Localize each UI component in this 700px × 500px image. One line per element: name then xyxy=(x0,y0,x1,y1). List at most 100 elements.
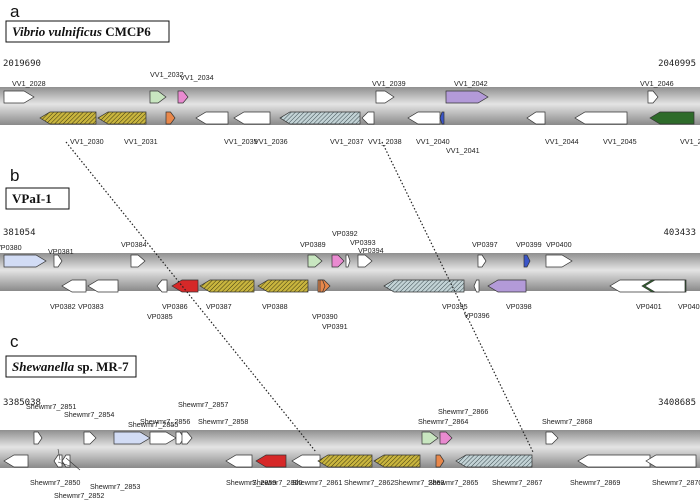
gene-label: VV1_2031 xyxy=(124,137,158,146)
gene-label: Shewmr7_2853 xyxy=(90,482,140,491)
gene-label: VP0383 xyxy=(78,302,104,311)
panel-b: b VPaI-1 381054 403433 VP0380VP0381VP038… xyxy=(0,166,700,331)
gene-arrow xyxy=(33,431,43,445)
gene-label: VV1_2040 xyxy=(416,137,450,146)
gene-label: VV1_2034 xyxy=(180,73,214,82)
gene-label: VP0381 xyxy=(48,247,74,256)
gene-vv1_2047: VV1_2047 xyxy=(649,111,700,146)
gene-arrow xyxy=(644,279,686,293)
gene-label: Shewmr7_2856 xyxy=(140,417,190,426)
gene-arrow xyxy=(361,111,375,125)
gene-label: Shewmr7_2865 xyxy=(428,478,478,487)
gene-label: Shewmr7_2850 xyxy=(30,478,80,487)
gene-arrow xyxy=(195,111,229,125)
gene-vv1_2045: VV1_2045 xyxy=(574,111,637,146)
gene-arrow xyxy=(61,279,87,293)
gene-arrow xyxy=(130,254,146,268)
gene-arrow xyxy=(156,279,168,293)
gene-label: VV1_2044 xyxy=(545,137,579,146)
panel-title: Shewanella sp. MR-7 xyxy=(12,359,129,374)
gene-vv1_2034: VV1_2034 xyxy=(177,73,214,104)
gene-label: Shewmr7_2863 xyxy=(394,478,444,487)
gene-arrow xyxy=(545,431,559,445)
gene-arrow xyxy=(345,254,351,268)
gene-arrow xyxy=(3,454,29,468)
gene-label: VV1_2036 xyxy=(254,137,288,146)
panel-a: a Vibrio vulnificus CMCP6 2019690 204099… xyxy=(0,2,700,155)
gene-label: VP0394 xyxy=(358,246,384,255)
gene-arrow xyxy=(113,431,151,445)
gene-label: VP0380 xyxy=(0,243,22,252)
gene-arrow xyxy=(331,254,345,268)
gene-vp0380: VP0380 xyxy=(0,243,47,268)
gene-label: VP0387 xyxy=(206,302,232,311)
gene-label: VP0389 xyxy=(300,240,326,249)
gene-label: Shewmr7_2858 xyxy=(198,417,248,426)
coordinate-end: 403433 xyxy=(663,228,696,238)
panel-title: Vibrio vulnificus CMCP6 xyxy=(12,24,151,39)
coordinate-end: 2040995 xyxy=(658,59,696,69)
gene-label: Shewmr7_2868 xyxy=(542,417,592,426)
gene-vp0397: VP0397 xyxy=(472,240,498,268)
gene-label: Shewmr7_2860 xyxy=(252,478,302,487)
gene-arrow xyxy=(171,279,199,293)
gene-vp0383: VP0383 xyxy=(78,279,119,311)
gene-vp0384: VP0384 xyxy=(121,240,147,268)
gene-arrow xyxy=(87,279,119,293)
gene-label: VP0392 xyxy=(332,229,358,238)
gene-label: Shewmr7_2870 xyxy=(652,478,700,487)
gene-arrow xyxy=(291,454,321,468)
gene-arrow xyxy=(3,254,47,268)
gene-label: Shewmr7_2861 xyxy=(292,478,342,487)
gene-shewmr7_2869: Shewmr7_2869 xyxy=(570,454,651,487)
gene-arrow xyxy=(477,254,487,268)
gene-arrow xyxy=(319,279,326,293)
gene-vp0400: VP0400 xyxy=(545,240,573,268)
gene-arrow xyxy=(445,90,489,104)
gene-label: VV1_2039 xyxy=(372,79,406,88)
gene-shewmr7_2858: Shewmr7_2858 xyxy=(181,417,248,445)
gene-arrow xyxy=(574,111,628,125)
gene-vp0396: VP0396 xyxy=(464,279,490,320)
panel-letter: b xyxy=(10,166,19,185)
gene-label: VP0384 xyxy=(121,240,147,249)
gene-arrow xyxy=(279,111,361,125)
gene-vv1_2028: VV1_2028 xyxy=(3,79,46,104)
gene-arrow xyxy=(255,454,287,468)
coordinate-start: 2019690 xyxy=(3,59,41,69)
gene-arrow xyxy=(383,279,465,293)
gene-arrow xyxy=(473,279,480,293)
gene-arrow xyxy=(83,431,97,445)
gene-arrow xyxy=(545,254,573,268)
gene-arrow xyxy=(177,90,189,104)
gene-shewmr7_2861: Shewmr7_2861 xyxy=(291,454,342,487)
gene-label: VV1_2041 xyxy=(446,146,480,155)
gene-arrow xyxy=(149,90,167,104)
gene-arrow xyxy=(455,454,533,468)
panel-letter: c xyxy=(10,332,19,351)
gene-shewmr7_2850: Shewmr7_2850 xyxy=(3,454,80,487)
gene-arrow xyxy=(181,431,193,445)
gene-arrow xyxy=(407,111,441,125)
gene-arrow xyxy=(199,279,255,293)
panel-letter: a xyxy=(10,2,20,21)
gene-label: VP0390 xyxy=(312,312,338,321)
gene-label: Shewmr7_2869 xyxy=(570,478,620,487)
gene-unlabeled-5 xyxy=(165,111,176,125)
gene-label: VV1_2030 xyxy=(70,137,104,146)
gene-arrow xyxy=(357,254,373,268)
gene-label: VP0388 xyxy=(262,302,288,311)
gene-shewmr7_2860: Shewmr7_2860 xyxy=(252,454,302,487)
gene-label: VV1_2028 xyxy=(12,79,46,88)
gene-label: VP0401 xyxy=(636,302,662,311)
gene-vp0381: VP0381 xyxy=(48,247,74,268)
gene-label: VV1_2045 xyxy=(603,137,637,146)
gene-label: VV1_2032 xyxy=(150,70,184,79)
gene-arrow xyxy=(53,254,63,268)
gene-vp0392: VP0392 xyxy=(331,229,358,268)
gene-arrow xyxy=(373,454,421,468)
gene-label: VV1_2042 xyxy=(454,79,488,88)
gene-shewmr7_2854: Shewmr7_2854 xyxy=(64,410,114,445)
gene-vv1_2042: VV1_2042 xyxy=(445,79,489,104)
gene-label: VV1_2047 xyxy=(680,137,700,146)
